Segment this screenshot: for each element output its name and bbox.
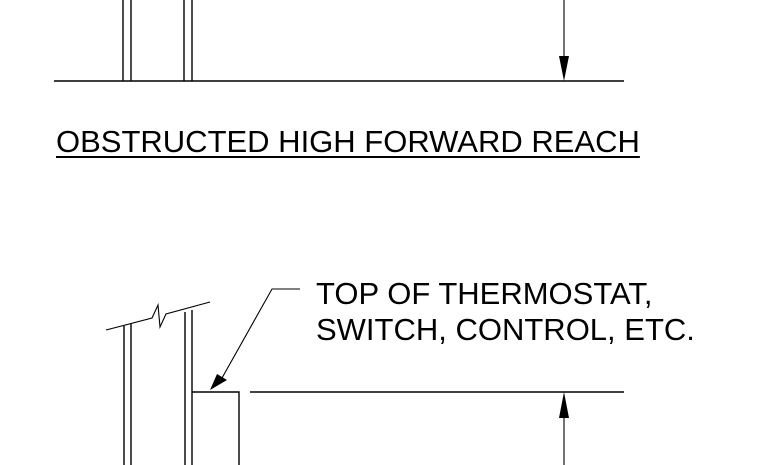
leader-line	[221, 288, 300, 379]
section-title: OBSTRUCTED HIGH FORWARD REACH	[56, 124, 640, 159]
upper-dimension-arrow	[559, 56, 569, 81]
lower-dimension-arrow	[559, 392, 569, 418]
callout-label-line-1: TOP OF THERMOSTAT,	[316, 276, 653, 311]
callout-label-line-2: SWITCH, CONTROL, ETC.	[316, 312, 695, 347]
lower-detail	[105, 288, 624, 465]
upper-detail	[54, 0, 624, 82]
break-line	[105, 301, 211, 331]
control-box-outline	[192, 391, 240, 465]
leader-arrow	[210, 374, 227, 390]
